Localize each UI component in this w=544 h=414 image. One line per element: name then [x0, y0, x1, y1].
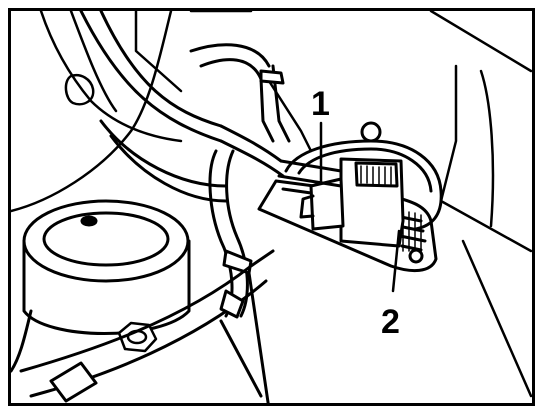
callout-1-label: 1	[311, 85, 330, 123]
callout-leaders	[319, 121, 401, 293]
wiring-harness	[79, 11, 291, 203]
resistor-connector	[277, 157, 405, 248]
blower-ring	[284, 121, 443, 231]
callout-2-label: 2	[381, 303, 400, 341]
callout-2-leader	[391, 229, 401, 293]
body-panel	[11, 11, 532, 398]
body-rail	[19, 249, 275, 403]
technical-illustration: 1 2	[11, 11, 532, 403]
strut-housing	[11, 199, 191, 373]
illustration-frame: 1 2	[8, 8, 535, 406]
